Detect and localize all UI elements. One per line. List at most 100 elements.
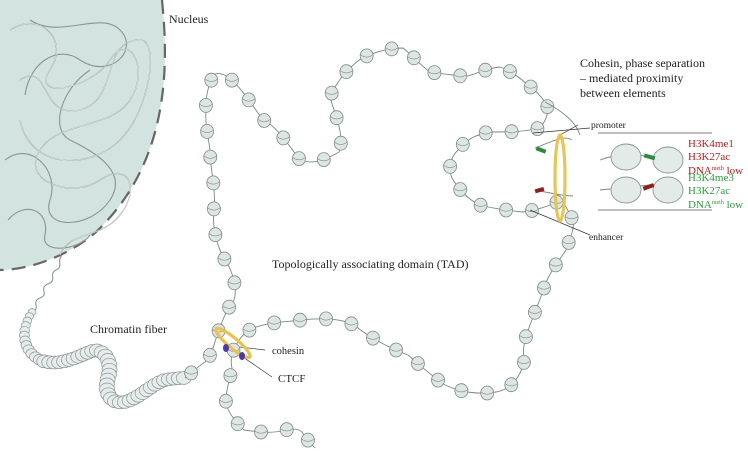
nucleosome: [454, 383, 469, 399]
nucleosome: [218, 393, 233, 409]
nucleosome-wrap: [345, 322, 358, 326]
nucleosome: [204, 72, 219, 88]
promoter-marks: H3K4me1 H3K27ac DNAmeth low: [688, 138, 743, 178]
cohesin-ring-tad: [214, 326, 252, 360]
nucleosome: [359, 48, 374, 64]
nucleosome-wrap: [292, 157, 306, 161]
enhancer-marks: H3K4me3 H3K27ac DNAmeth low: [688, 172, 743, 212]
nucleosome-wrap: [330, 116, 343, 120]
nucleosome: [427, 65, 442, 80]
nucleosome: [227, 275, 242, 291]
phase-title-line-2: – mediated proximity: [580, 71, 684, 85]
nucleosome-wrap: [224, 374, 237, 378]
nucleosome: [222, 299, 237, 315]
enhancer-mark-1: H3K4me3: [688, 172, 734, 184]
nucleosome-wrap: [524, 85, 537, 89]
nucleosome-wrap: [205, 78, 218, 82]
enhancer-dna-meth: DNAmeth low: [688, 199, 744, 211]
nucleosome-wrap: [334, 141, 347, 145]
promoter-label: promoter: [591, 121, 626, 131]
ctcf-marker-1: [223, 344, 229, 352]
ctcf-marker-2: [239, 352, 245, 360]
detail-nucleosomes: [599, 143, 684, 204]
nucleosome-wrap: [517, 361, 531, 364]
nucleosome: [230, 416, 245, 432]
phase-title-line-1: Cohesin, phase separation: [580, 56, 705, 70]
nucleosome: [523, 79, 538, 95]
nucleosome-wrap: [411, 362, 425, 366]
nucleosome-wrap: [454, 74, 467, 78]
nucleosome-wrap: [280, 428, 293, 432]
nucleosome-wrap: [293, 318, 307, 322]
zoom-box: [598, 132, 712, 211]
nucleosome-wrap: [525, 209, 539, 213]
nucleosome: [279, 422, 294, 438]
nucleosome-wrap: [319, 317, 333, 321]
nucleosome: [537, 280, 551, 296]
nucleosome: [473, 197, 488, 213]
nucleus-label: Nucleus: [169, 12, 209, 26]
cohesin-ring-loop: [553, 133, 567, 223]
nucleosome: [276, 130, 291, 146]
nucleosome: [217, 251, 232, 267]
nucleosome-wrap: [428, 71, 441, 75]
nucleosome: [517, 354, 531, 370]
nucleosome-wrap: [277, 136, 290, 140]
nucleosome: [293, 312, 307, 328]
nucleus-shape: [0, 0, 165, 270]
nucleosome-wrap: [499, 208, 513, 212]
nucleosome: [208, 227, 223, 243]
enhancer-label: enhancer: [589, 233, 624, 243]
nucleosome-wrap: [503, 70, 517, 74]
enhancer-mark-2: H3K27ac: [688, 184, 731, 197]
nucleosome-wrap: [431, 378, 445, 382]
nucleosome: [329, 110, 344, 126]
nucleosome: [316, 152, 331, 168]
nucleosome-wrap: [565, 216, 578, 220]
nucleosome: [480, 385, 495, 401]
nucleosome-wrap: [231, 422, 244, 426]
nucleosome-wrap: [443, 165, 457, 168]
nucleosome: [519, 329, 533, 345]
nucleus-membrane: [0, 0, 166, 272]
tad-label: Topologically associating domain (TAD): [272, 257, 469, 271]
chromatin-fiber: [19, 308, 192, 410]
nucleosome-wrap: [456, 143, 469, 146]
nucleosome-wrap: [340, 70, 353, 74]
nucleosome-wrap: [481, 391, 494, 395]
enhancer-mark: [534, 187, 545, 194]
nucleosome: [254, 424, 268, 440]
nucleosome: [206, 175, 221, 191]
nucleosome-wrap: [531, 127, 544, 131]
nucleosome-wrap: [454, 188, 467, 192]
nucleosome-wrap: [519, 335, 533, 339]
nucleosome: [410, 356, 425, 371]
promoter-mark: [535, 146, 547, 154]
promoter-dna-meth: DNAmeth low: [688, 165, 744, 177]
nucleosome-wrap: [209, 233, 222, 237]
nucleosome-wrap: [385, 47, 398, 51]
nucleosome-wrap: [474, 203, 487, 207]
nucleosome-wrap: [243, 328, 256, 332]
nucleosome: [223, 368, 238, 384]
nucleosome-wrap: [528, 311, 542, 314]
nucleosome: [202, 347, 217, 363]
nucleosome: [384, 41, 399, 57]
nucleosome-wrap: [228, 281, 241, 285]
nucleosome-wrap: [199, 104, 213, 107]
nucleosome-wrap: [479, 131, 492, 135]
nucleosomes: [184, 41, 579, 448]
nucleosome: [333, 135, 348, 151]
nucleosome-wrap: [537, 286, 551, 290]
nucleosome-wrap: [389, 348, 403, 352]
nucleosome: [300, 432, 315, 448]
nucleosome-wrap: [325, 91, 338, 95]
nucleosome-wrap: [505, 383, 518, 387]
nucleosome: [548, 257, 563, 273]
nucleosome: [200, 123, 215, 139]
nucleosome-wrap: [222, 305, 236, 309]
nucleosome: [504, 124, 519, 140]
nucleosome: [319, 311, 333, 327]
nucleosome-wrap: [254, 430, 268, 434]
nucleosome: [453, 68, 468, 84]
